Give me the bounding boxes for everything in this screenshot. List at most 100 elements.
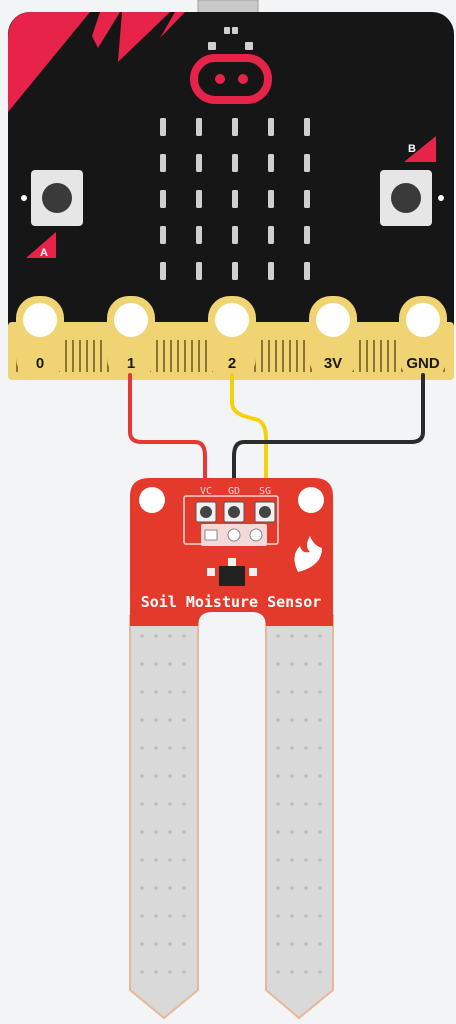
probe-dot [168,662,172,666]
probe-dot [290,914,294,918]
pin-0[interactable]: 0 [16,296,64,380]
led [268,190,274,208]
led [160,226,166,244]
probe-dot [182,830,186,834]
button-b[interactable] [380,170,444,226]
led [160,190,166,208]
edge-finger [387,340,389,372]
probe-dot [290,942,294,946]
header-pin-label: VC [200,486,212,497]
led [304,262,310,280]
probe-dot [318,662,322,666]
probe-dot [276,914,280,918]
probe-dot [290,690,294,694]
led [268,262,274,280]
probe-dot [276,886,280,890]
led [196,262,202,280]
probe-dot [276,970,280,974]
edge-finger [268,340,270,372]
probe-dot [182,858,186,862]
sparkfun-flame-icon [294,536,322,572]
header-pins [195,501,276,546]
edge-finger [380,340,382,372]
probe-dot [276,718,280,722]
pin-label: 3V [324,355,342,372]
button-a[interactable] [21,170,83,226]
probe-dot [276,830,280,834]
edge-finger [198,340,200,372]
led [232,154,238,172]
wire-black[interactable] [232,373,425,512]
edge-finger [275,340,277,372]
probe-dot [304,830,308,834]
probe-dot [276,802,280,806]
probe-dot [318,970,322,974]
pin-3v[interactable]: 3V [309,296,357,380]
wire-yellow[interactable] [230,373,268,512]
edge-finger [86,340,88,372]
probe-dot [318,690,322,694]
probe-dot [304,718,308,722]
probe-right [265,615,334,1020]
edge-finger [296,340,298,372]
edge-finger [72,340,74,372]
probe-dot [304,942,308,946]
led [196,226,202,244]
probe-dot [154,690,158,694]
pin-label: 1 [127,355,135,372]
probe-dot [154,830,158,834]
probe-dot [154,886,158,890]
probe-dot [140,662,144,666]
pin-gnd[interactable]: GND [399,296,447,380]
edge-finger [156,340,158,372]
probe-dot [140,914,144,918]
button-b-label-tag: B [404,136,436,162]
pin-2[interactable]: 2 [208,296,256,380]
led-matrix [160,118,310,280]
probe-dot [290,970,294,974]
edge-finger [359,340,361,372]
probe-dot [182,914,186,918]
probe-dot [140,970,144,974]
edge-finger [100,340,102,372]
probe-dot [276,858,280,862]
probe-dot [182,774,186,778]
led [160,262,166,280]
probe-dot [318,634,322,638]
led [304,190,310,208]
probe-dot [304,774,308,778]
pin-label: GND [406,355,440,372]
edge-finger [289,340,291,372]
probe-dot [168,970,172,974]
probe-dot [154,774,158,778]
probe-dot [318,858,322,862]
probe-dot [140,774,144,778]
probe-dot [140,942,144,946]
probe-dot [290,662,294,666]
probe-dot [182,886,186,890]
pin-1[interactable]: 1 [107,296,155,380]
wire-red[interactable] [128,373,207,512]
probe-dot [140,858,144,862]
led [196,190,202,208]
probe-dot [168,718,172,722]
led [160,118,166,136]
probe-dot [290,774,294,778]
edge-finger [366,340,368,372]
probe-dot [304,634,308,638]
probe-dot [154,634,158,638]
mount-hole-right [298,487,324,513]
probe-dot [182,662,186,666]
probe-dot [290,746,294,750]
probe-dot [182,746,186,750]
edge-finger [394,340,396,372]
probe-dot [290,858,294,862]
probe-dot [318,746,322,750]
probe-dot [304,858,308,862]
edge-finger [261,340,263,372]
probe-dot [290,802,294,806]
probe-dot [304,914,308,918]
